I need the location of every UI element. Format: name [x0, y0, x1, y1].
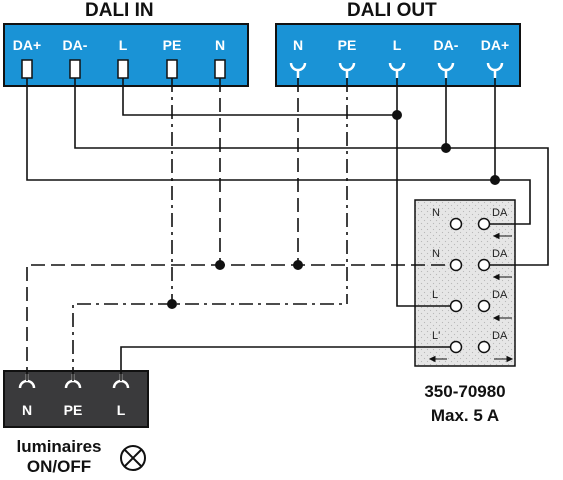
device-module: [414, 199, 516, 367]
device-right-label: DA: [492, 289, 508, 301]
dali-in-title: DALI IN: [85, 0, 154, 21]
device-right-label: DA: [492, 330, 508, 342]
device-arrows: [428, 232, 514, 363]
wire-da-minus-in: [74, 78, 549, 266]
wires-neutral: [26, 78, 451, 381]
wire-da-plus-in: [26, 78, 531, 225]
lamp-symbol-icon: [120, 445, 146, 471]
luminaires-terminal-label: N: [21, 402, 33, 418]
dali-in-terminal-label: PE: [162, 37, 182, 53]
dali-in-terminal-label: L: [118, 37, 128, 53]
dali-in-terminal-label: N: [214, 37, 226, 53]
dali-out-terminal-label: DA-: [433, 37, 459, 53]
device-right-label: DA: [492, 207, 508, 219]
device-terminal-circles: [449, 217, 491, 354]
dali-out-terminal-label: PE: [337, 37, 357, 53]
luminaires-terminal-block: [3, 370, 149, 428]
device-left-label: N: [432, 207, 440, 219]
luminaires-terminal-label: PE: [63, 402, 83, 418]
wire-l-switched: [120, 346, 451, 381]
device-rating: Max. 5 A: [430, 406, 500, 425]
luminaires-label-line2: ON/OFF: [26, 457, 92, 476]
device-model: 350-70980: [424, 382, 506, 401]
device-right-label: DA: [492, 248, 508, 260]
dali-out-spring-terminals: [289, 62, 504, 78]
dali-in-terminal-label: DA-: [62, 37, 88, 53]
junction-dots: [167, 110, 500, 309]
wires-earth: [72, 78, 348, 381]
dali-out-title: DALI OUT: [347, 0, 437, 21]
luminaires-label-line1: luminaires: [16, 437, 102, 456]
dali-out-terminal-label: N: [292, 37, 304, 53]
dali-in-terminal-label: DA+: [12, 37, 42, 53]
device-left-label: N: [432, 248, 440, 260]
device-left-label: L': [432, 330, 441, 342]
device-left-label: L: [432, 289, 439, 301]
luminaires-terminal-label: L: [116, 402, 126, 418]
dali-out-terminal-label: L: [392, 37, 402, 53]
dali-out-terminal-label: DA+: [480, 37, 510, 53]
